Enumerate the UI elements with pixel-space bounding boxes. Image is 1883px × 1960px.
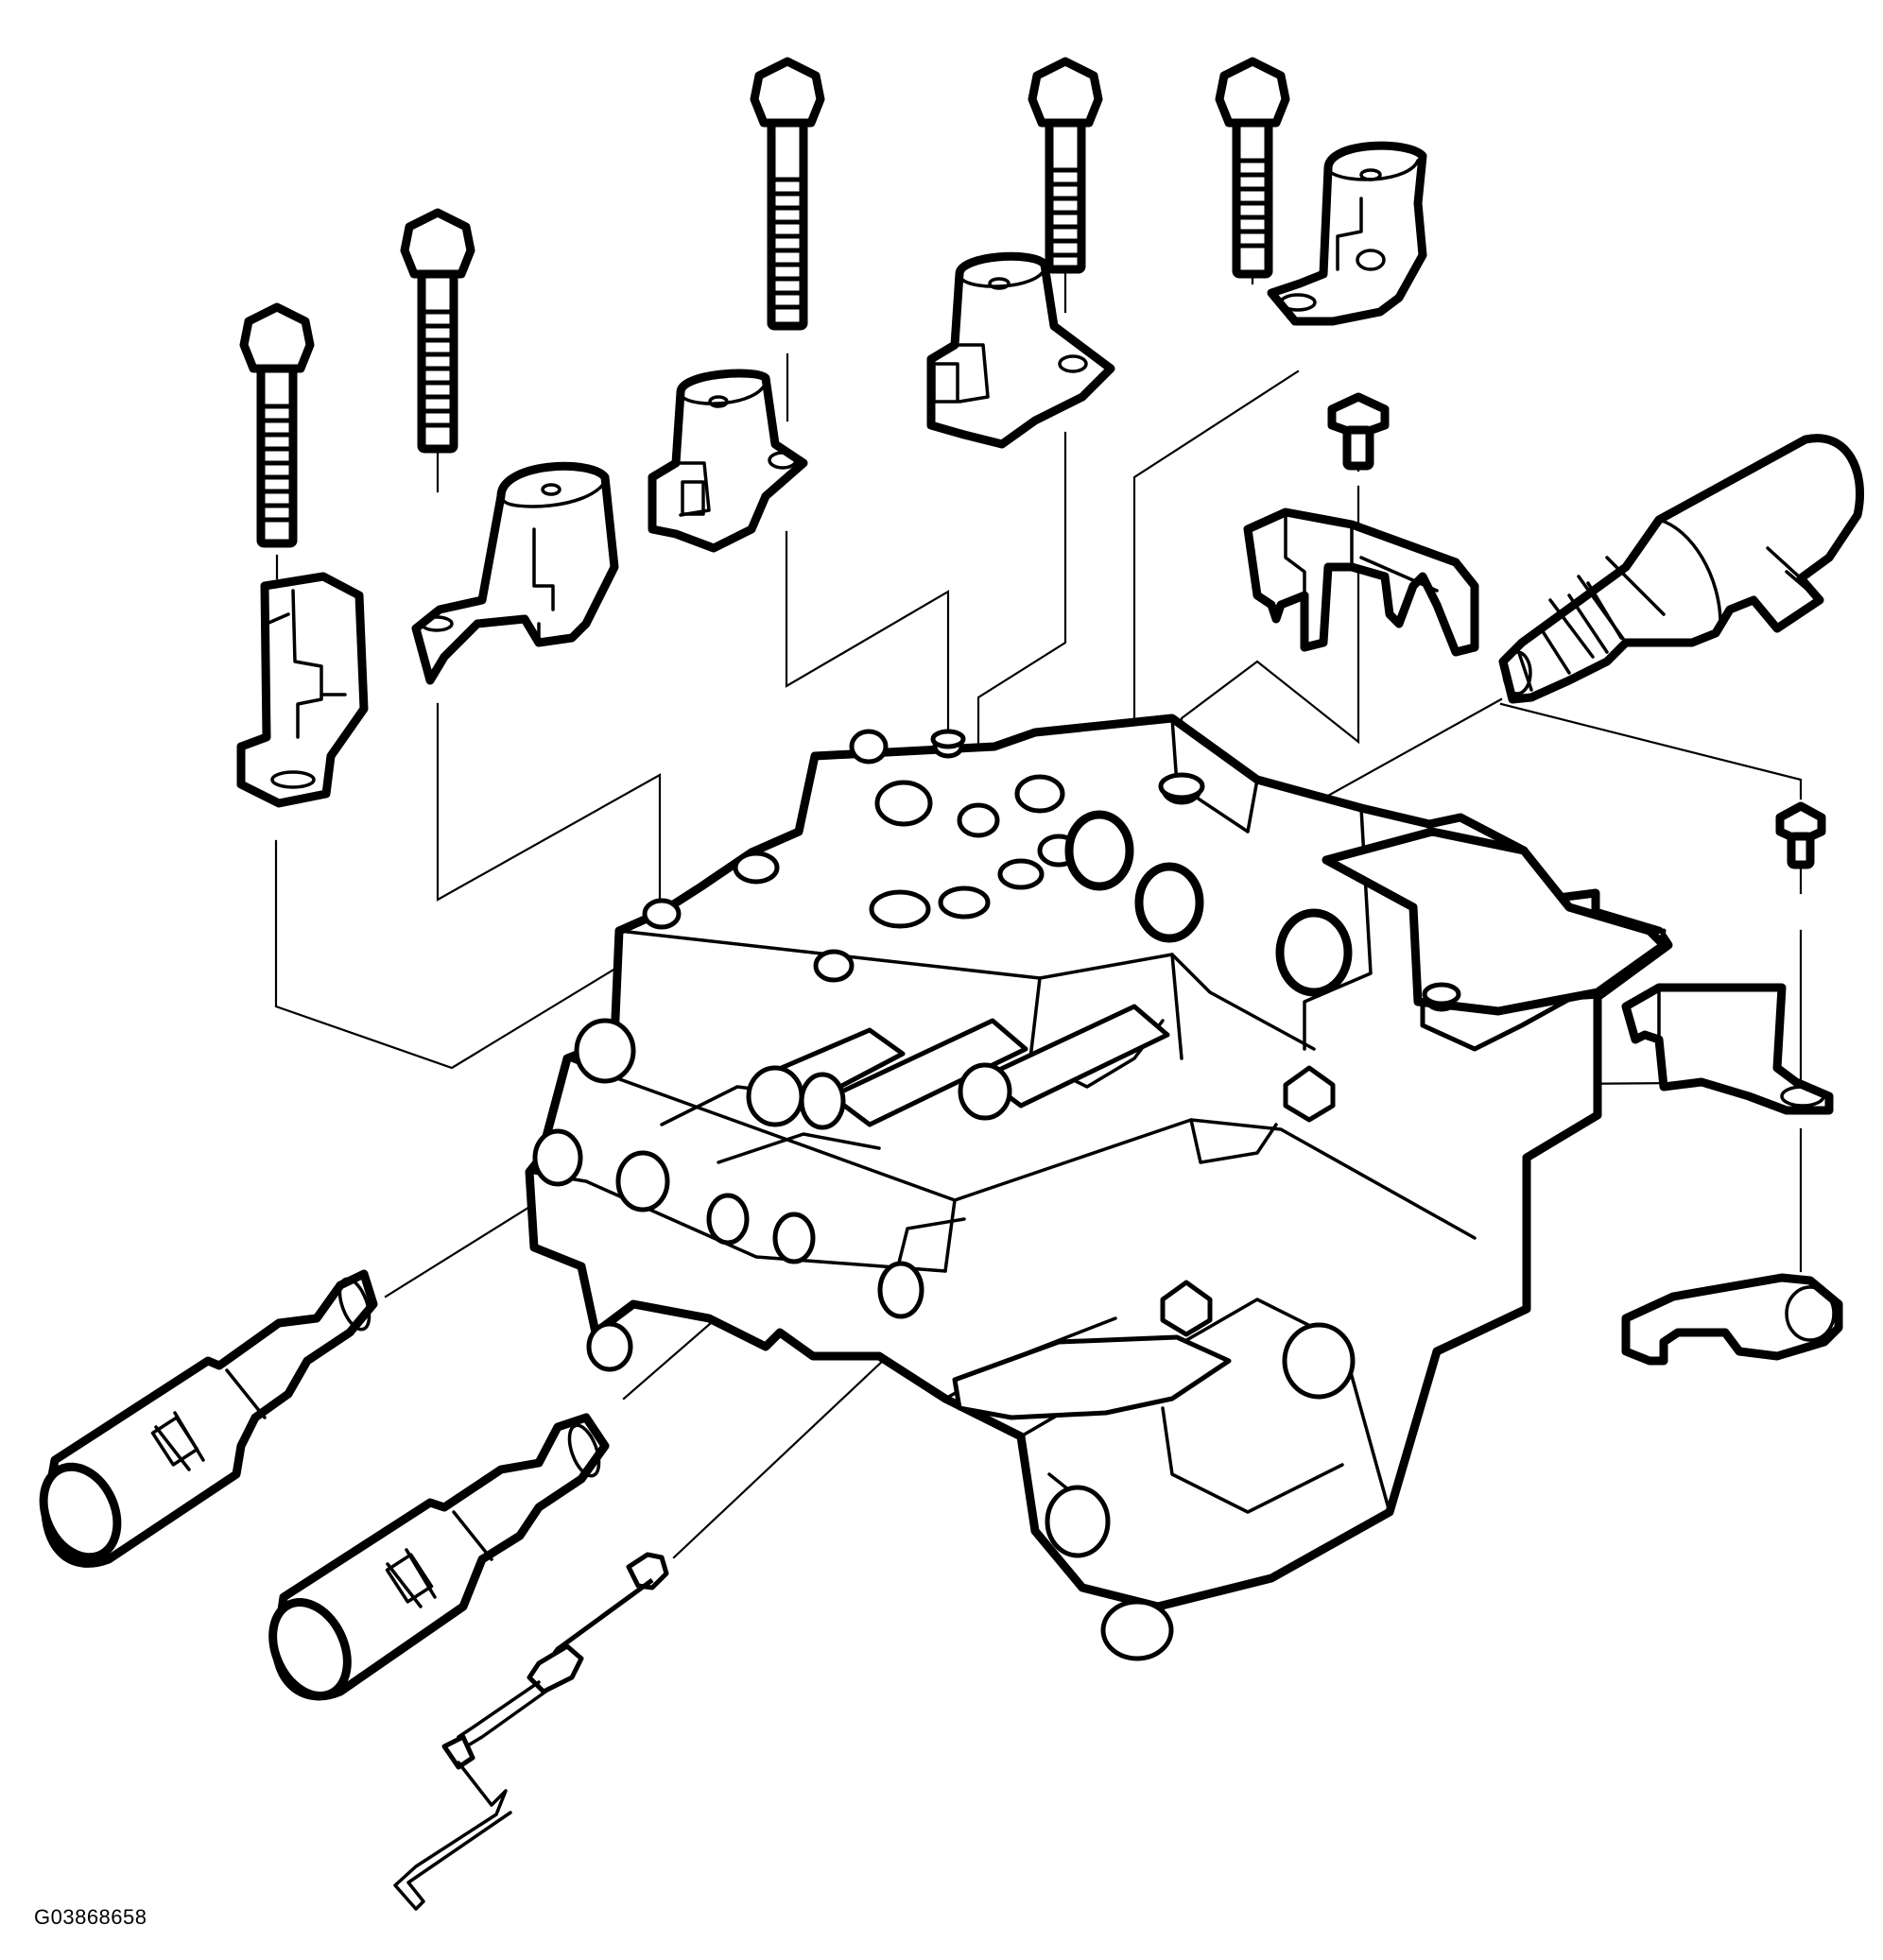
bracket [1621, 983, 1834, 1115]
temperature-sensor [393, 1552, 669, 1911]
bolt [400, 208, 475, 454]
bolt [239, 302, 315, 548]
bolt [750, 57, 825, 331]
bolt-group [239, 57, 1290, 548]
valve-body [525, 714, 1673, 1661]
bolt [1215, 57, 1290, 279]
shift-solenoid [926, 251, 1115, 449]
screw [1775, 801, 1826, 869]
figure-id-label: G03868658 [34, 1905, 147, 1929]
screw [1327, 392, 1390, 471]
pressure-control-solenoid [268, 1413, 610, 1701]
shift-solenoid [411, 461, 619, 685]
shift-solenoid [236, 572, 369, 808]
shift-solenoid [648, 369, 808, 553]
hole-markers [930, 729, 1461, 1006]
bracket [1243, 507, 1479, 657]
shift-solenoid [1267, 141, 1427, 326]
pressure-control-solenoid [39, 1269, 378, 1568]
bracket [1621, 1273, 1843, 1366]
bolt [1028, 57, 1103, 274]
pressure-control-solenoid [1498, 434, 1865, 704]
